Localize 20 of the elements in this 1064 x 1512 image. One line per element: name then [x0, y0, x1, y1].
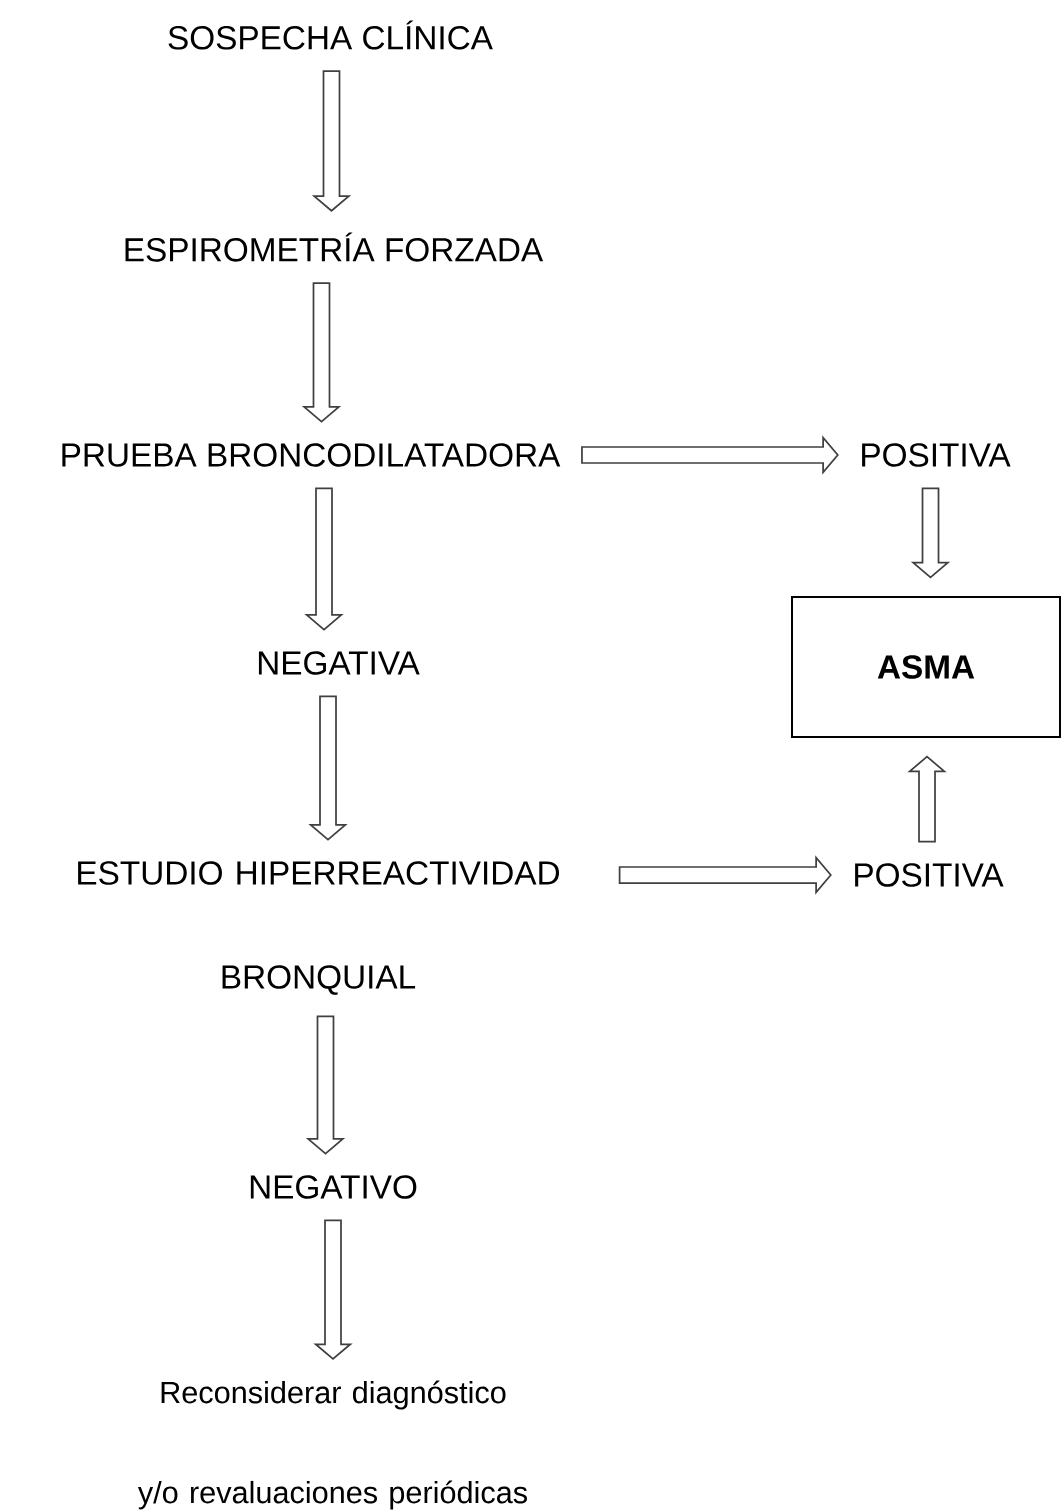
step-label: NEGATIVO — [250, 1175, 417, 1199]
step-label: ESTUDIO HIPERREACTIVIDAD BRONQUIAL — [78, 861, 559, 995]
step-label: SOSPECHA CLÍNICA — [168, 20, 493, 50]
step-label: Reconsiderar diagnóstico y/o revaluaciones periódicas — [137, 1380, 527, 1510]
block-arrow — [301, 282, 342, 423]
block-arrow — [907, 755, 947, 843]
step-label: POSITIVA — [855, 863, 1004, 887]
block-arrow — [581, 435, 839, 475]
block-arrow — [305, 1015, 346, 1155]
block-arrow — [910, 487, 951, 579]
step-label: POSITIVA — [862, 443, 1011, 467]
block-arrow — [618, 855, 832, 895]
step-label: NEGATIVA — [258, 651, 420, 675]
block-arrow — [311, 70, 352, 212]
step-label: PRUEBA BRONCODILATADORA — [62, 443, 561, 467]
step-label: ESPIROMETRÍA FORZADA — [125, 232, 544, 262]
block-arrow — [304, 487, 344, 631]
diagnosis-box: ASMA — [791, 596, 1061, 738]
block-arrow — [308, 695, 348, 841]
block-arrow — [313, 1219, 353, 1361]
